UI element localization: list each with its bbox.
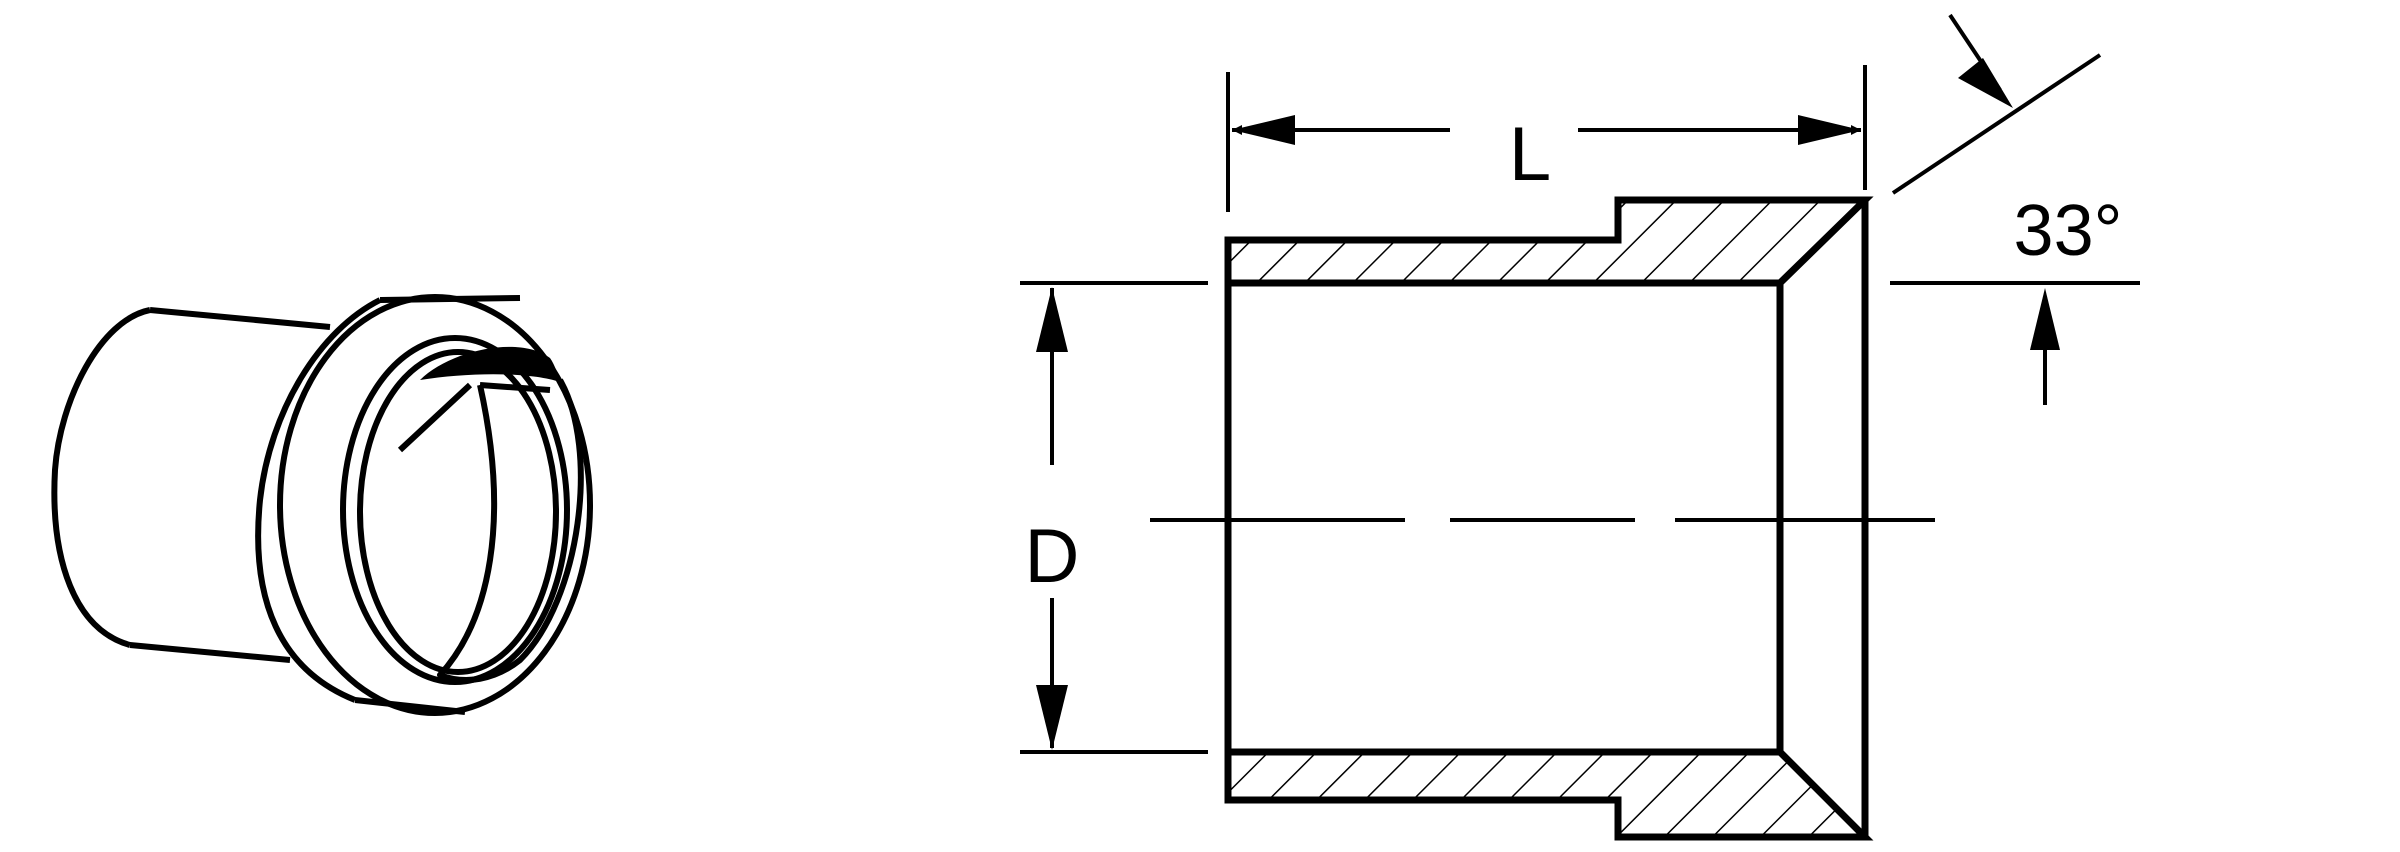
top-wall-section bbox=[1224, 196, 1874, 287]
length-label: L bbox=[1509, 112, 1551, 197]
diameter-label: D bbox=[1025, 514, 1080, 599]
flange-left-silhouette bbox=[255, 297, 382, 703]
isometric-sleeve-view bbox=[51, 294, 593, 716]
flange-ring-inner bbox=[357, 349, 559, 675]
bore-inner-edge bbox=[479, 382, 551, 393]
sleeve-back-end bbox=[51, 307, 151, 648]
sleeve-bottom-edge bbox=[129, 642, 291, 663]
bottom-wall-section bbox=[1224, 748, 1874, 841]
length-dimension bbox=[1226, 65, 1867, 212]
section-view: L D 33° bbox=[1020, 13, 2140, 841]
diameter-dimension bbox=[1020, 281, 1208, 754]
bore-interior bbox=[437, 378, 584, 683]
bore-shadow bbox=[420, 346, 560, 382]
angle-slant-line bbox=[1891, 53, 2102, 195]
bore-chamfer-line bbox=[397, 382, 473, 453]
angle-dimension bbox=[1890, 13, 2140, 405]
sleeve-top-edge bbox=[149, 307, 331, 330]
flange-bottom-line bbox=[354, 697, 466, 715]
angle-label: 33° bbox=[2014, 191, 2123, 271]
flange-top-line bbox=[379, 295, 521, 303]
